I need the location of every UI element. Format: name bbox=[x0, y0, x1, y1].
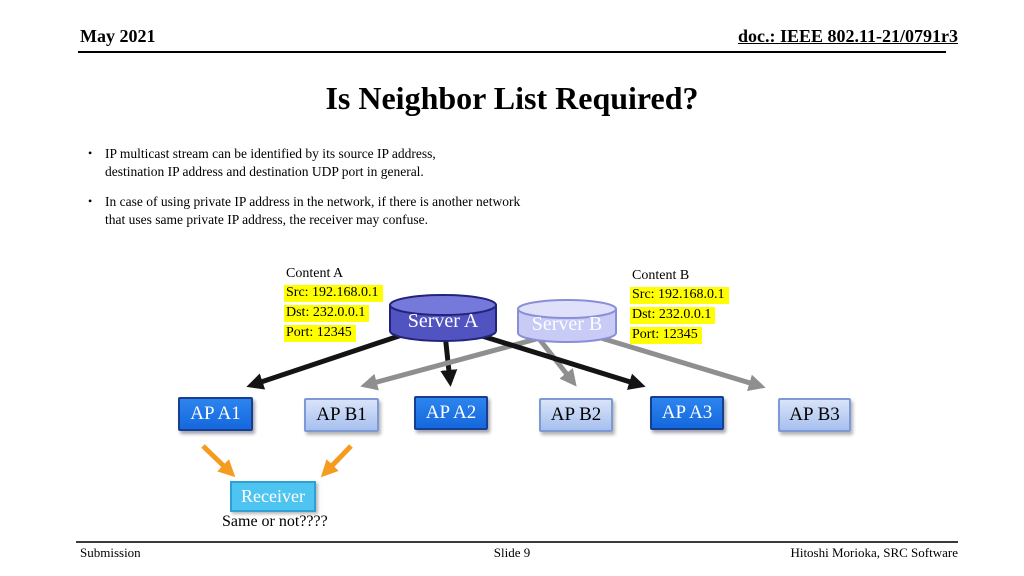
server-a-node: Server A bbox=[407, 310, 479, 332]
bullet-line: In case of using private IP address in t… bbox=[105, 194, 521, 209]
content-a-dst: Dst: 232.0.0.1 bbox=[284, 305, 370, 322]
server-b-cylinder bbox=[517, 299, 617, 343]
ap-b3-node: AP B3 bbox=[778, 398, 851, 432]
arrow-server-b-to-ap-b2 bbox=[538, 338, 577, 387]
server-a-cylinder bbox=[389, 294, 497, 342]
ap-a3-node: AP A3 bbox=[650, 396, 724, 430]
bullet-line: destination IP address and destination U… bbox=[105, 163, 424, 179]
arrow-server-a-to-ap-a2 bbox=[440, 333, 458, 387]
footer-slide-number: Slide 9 bbox=[493, 545, 531, 560]
header-date: May 2021 bbox=[80, 26, 156, 46]
content-b-src: Src: 192.168.0.1 bbox=[630, 287, 729, 304]
header-rule bbox=[78, 51, 946, 53]
header-doc-number: doc.: IEEE 802.11-21/0791r3 bbox=[737, 26, 958, 46]
arrow-ap-a1-to-receiver bbox=[201, 444, 236, 478]
content-b-title: Content B bbox=[632, 268, 690, 283]
content-a-title: Content A bbox=[286, 266, 344, 281]
ap-a1-node: AP A1 bbox=[178, 397, 253, 431]
bullet-list: • IP multicast stream can be identified … bbox=[88, 145, 608, 241]
bullet-line: that uses same private IP address, the r… bbox=[105, 211, 429, 227]
footer-author: Hitoshi Morioka, SRC Software bbox=[790, 545, 958, 560]
content-a-label: Content A Src: 192.168.0.1 Dst: 232.0.0.… bbox=[284, 266, 383, 342]
ap-b2-node: AP B2 bbox=[539, 398, 613, 432]
receiver-node: Receiver bbox=[230, 481, 316, 512]
arrow-ap-b1-to-receiver bbox=[320, 444, 353, 478]
bullet-item: • In case of using private IP address in… bbox=[88, 193, 608, 228]
ap-b1-node: AP B1 bbox=[304, 398, 379, 432]
content-b-port: Port: 12345 bbox=[630, 327, 702, 344]
bullet-marker: • bbox=[88, 194, 93, 208]
same-or-not-caption: Same or not???? bbox=[222, 513, 328, 530]
ap-a2-node: AP A2 bbox=[414, 396, 488, 430]
content-a-port: Port: 12345 bbox=[284, 325, 356, 342]
footer-rule bbox=[76, 541, 958, 543]
bullet-marker: • bbox=[88, 146, 93, 160]
server-b-node: Server B bbox=[531, 313, 603, 335]
bullet-item: • IP multicast stream can be identified … bbox=[88, 145, 608, 180]
footer-submission: Submission bbox=[80, 545, 141, 560]
arrow-server-b-to-ap-b1 bbox=[360, 335, 541, 391]
bullet-line: IP multicast stream can be identified by… bbox=[105, 146, 436, 161]
content-b-label: Content B Src: 192.168.0.1 Dst: 232.0.0.… bbox=[630, 268, 729, 344]
arrow-server-b-to-ap-b3 bbox=[600, 335, 766, 391]
content-a-src: Src: 192.168.0.1 bbox=[284, 285, 383, 302]
page-title: Is Neighbor List Required? bbox=[325, 80, 699, 116]
arrow-server-a-to-ap-a3 bbox=[465, 328, 646, 390]
content-b-dst: Dst: 232.0.0.1 bbox=[630, 307, 716, 324]
